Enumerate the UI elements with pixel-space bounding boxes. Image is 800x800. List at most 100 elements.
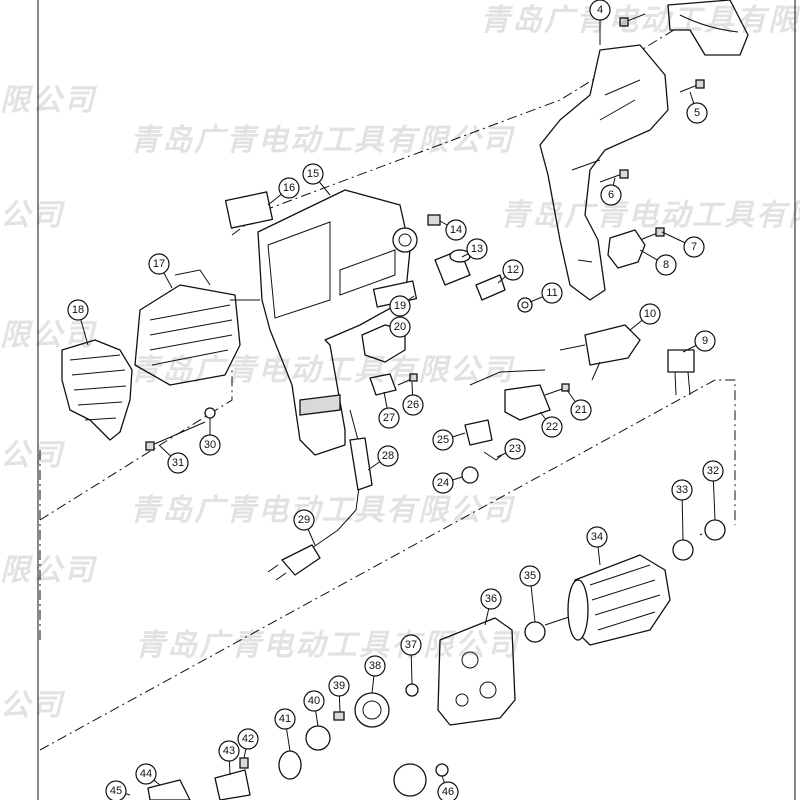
- callout-18: 18: [67, 299, 89, 321]
- screw-21: [544, 383, 570, 396]
- callout-number-10: 10: [644, 308, 656, 320]
- bearing-41: [278, 750, 302, 780]
- callout-circle-45: [105, 780, 127, 800]
- callout-circle-5: [686, 102, 708, 124]
- callout-number-37: 37: [405, 639, 417, 651]
- callout-circle-7: [683, 236, 705, 258]
- long-screw-31: [145, 421, 206, 451]
- callout-number-24: 24: [437, 477, 449, 489]
- callout-23: 23: [504, 438, 526, 460]
- callout-number-19: 19: [394, 300, 406, 312]
- handle-screws: [599, 13, 705, 241]
- callout-38: 38: [364, 655, 386, 677]
- callout-circle-38: [364, 655, 386, 677]
- brush-holder-25: [464, 419, 493, 446]
- callout-9: 9: [694, 330, 716, 352]
- callout-12: 12: [502, 259, 524, 281]
- callout-circle-9: [694, 330, 716, 352]
- callout-21: 21: [570, 399, 592, 421]
- watermark-text-9: 青岛广青电动工具有限公司: [130, 493, 516, 528]
- assembly-boundary-middle: [39, 379, 736, 751]
- callout-number-16: 16: [283, 182, 295, 194]
- callout-number-40: 40: [308, 695, 320, 707]
- callout-circle-42: [237, 728, 259, 750]
- callout-number-15: 15: [307, 168, 319, 180]
- callout-4: 4: [589, 0, 611, 21]
- washer-30: [204, 407, 216, 419]
- callout-20: 20: [389, 316, 411, 338]
- fan-baffle: [61, 339, 133, 441]
- callout-6: 6: [600, 184, 622, 206]
- callout-number-31: 31: [172, 457, 184, 469]
- callout-number-7: 7: [691, 241, 697, 253]
- callout-circle-43: [218, 740, 240, 762]
- callout-30: 30: [199, 434, 221, 456]
- callout-7: 7: [683, 236, 705, 258]
- fan-34: [567, 579, 589, 641]
- callout-number-23: 23: [509, 443, 521, 455]
- callout-46: 46: [437, 781, 459, 800]
- callout-circle-4: [589, 0, 611, 21]
- callout-39: 39: [328, 675, 350, 697]
- callout-circle-16: [278, 177, 300, 199]
- callout-number-34: 34: [591, 531, 603, 543]
- callout-circle-31: [167, 452, 189, 474]
- callout-number-30: 30: [204, 439, 216, 451]
- switch-wires: [469, 344, 601, 386]
- callout-circle-36: [480, 588, 502, 610]
- callout-35: 35: [519, 565, 541, 587]
- callout-42: 42: [237, 728, 259, 750]
- callout-circle-17: [148, 253, 170, 275]
- callout-number-26: 26: [407, 399, 419, 411]
- callout-number-14: 14: [450, 224, 462, 236]
- pin-39: [333, 711, 345, 721]
- callout-number-17: 17: [153, 258, 165, 270]
- callout-number-38: 38: [369, 660, 381, 672]
- callout-number-46: 46: [442, 786, 454, 798]
- label-plate-16: [224, 191, 274, 229]
- callout-circle-44: [135, 763, 157, 785]
- callout-number-18: 18: [72, 304, 84, 316]
- callout-circle-21: [570, 399, 592, 421]
- watermark-text-2: 限公司: [0, 83, 98, 118]
- callout-circle-33: [671, 479, 693, 501]
- callout-22: 22: [541, 416, 563, 438]
- callout-number-35: 35: [524, 570, 536, 582]
- callout-25: 25: [432, 429, 454, 451]
- watermark-text-1: 青岛广青电动工具有限公司: [480, 3, 800, 38]
- washer-lower: [435, 763, 449, 777]
- callout-11: 11: [541, 282, 563, 304]
- callout-number-41: 41: [279, 713, 291, 725]
- bearing-32: [704, 519, 726, 541]
- motor-housing: [257, 189, 418, 456]
- callout-34: 34: [586, 526, 608, 548]
- gear-wheel-24: [461, 466, 479, 484]
- spring-23: [483, 451, 503, 461]
- callout-number-6: 6: [608, 189, 614, 201]
- callout-number-13: 13: [471, 243, 483, 255]
- power-cord: [267, 409, 373, 581]
- callout-number-33: 33: [676, 484, 688, 496]
- cord-guard-27: [369, 373, 397, 396]
- callout-40: 40: [303, 690, 325, 712]
- callout-circle-46: [437, 781, 459, 800]
- callout-number-39: 39: [333, 680, 345, 692]
- callout-circle-29: [293, 509, 315, 531]
- armature-34: [544, 554, 671, 646]
- callout-circle-6: [600, 184, 622, 206]
- bearing-35: [524, 621, 546, 643]
- callout-circle-12: [502, 259, 524, 281]
- gear-housing-36: [437, 617, 516, 726]
- screw-26: [397, 373, 418, 386]
- callout-number-42: 42: [242, 733, 254, 745]
- callout-number-29: 29: [298, 514, 310, 526]
- capacitor-9: [667, 349, 695, 373]
- callout-8: 8: [655, 254, 677, 276]
- callout-number-5: 5: [694, 107, 700, 119]
- callout-circle-14: [445, 219, 467, 241]
- carbon-brush-parts: [427, 214, 533, 313]
- callout-number-12: 12: [507, 264, 519, 276]
- callout-number-32: 32: [707, 465, 719, 477]
- callout-circle-28: [377, 445, 399, 467]
